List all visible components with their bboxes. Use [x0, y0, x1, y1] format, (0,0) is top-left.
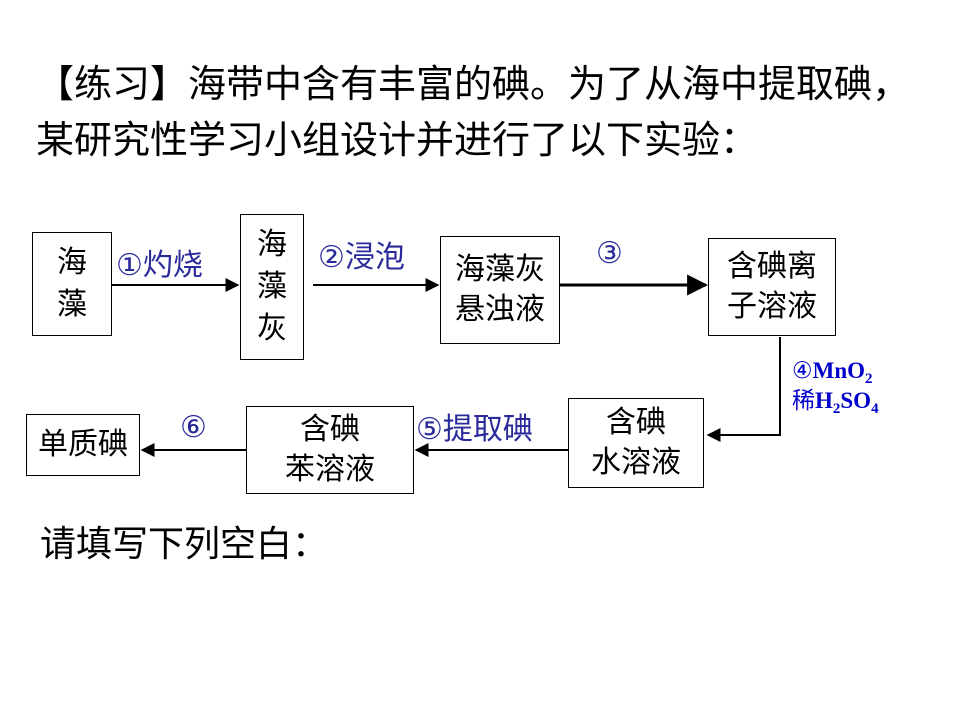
node-iodine: 单质碘 [26, 414, 140, 476]
step-4-line2: 稀H2SO4 [792, 388, 879, 417]
step-2-soak: ②浸泡 [318, 240, 405, 275]
step-6: ⑥ [180, 410, 207, 445]
node-seaweed-ash: 海藻灰 [240, 214, 304, 360]
node-seaweed: 海藻 [32, 232, 112, 336]
node-iodine-benzene-label: 含碘 苯溶液 [285, 412, 375, 487]
node-iodine-benzene: 含碘 苯溶液 [246, 406, 414, 494]
fill-in-prompt: 请填写下列空白： [40, 524, 329, 565]
step-4-line1: ④MnO2 [792, 358, 873, 387]
node-iodine-water: 含碘 水溶液 [568, 398, 704, 488]
step-3: ③ [596, 236, 623, 271]
node-iodine-label: 单质碘 [38, 427, 128, 462]
node-seaweed-label: 海藻 [57, 245, 87, 322]
node-iodine-water-label: 含碘 水溶液 [591, 405, 681, 480]
step-5-extract: ⑤提取碘 [416, 412, 533, 447]
node-ash-suspension: 海藻灰 悬浊液 [440, 236, 560, 344]
node-seaweed-ash-label: 海藻灰 [257, 227, 287, 346]
arrow-oxidize [706, 337, 781, 442]
node-iodide-solution-label: 含碘离 子溶液 [727, 249, 817, 324]
step-1-burn: ①灼烧 [116, 248, 203, 283]
problem-intro: 【练习】海带中含有丰富的碘。为了从海中提取碘，某研究性学习小组设计并进行了以下实… [36, 62, 911, 162]
step-4-reagents: ④MnO2 稀H2SO4 [792, 356, 879, 417]
node-ash-suspension-label: 海藻灰 悬浊液 [455, 252, 545, 327]
node-iodide-solution: 含碘离 子溶液 [708, 238, 836, 336]
